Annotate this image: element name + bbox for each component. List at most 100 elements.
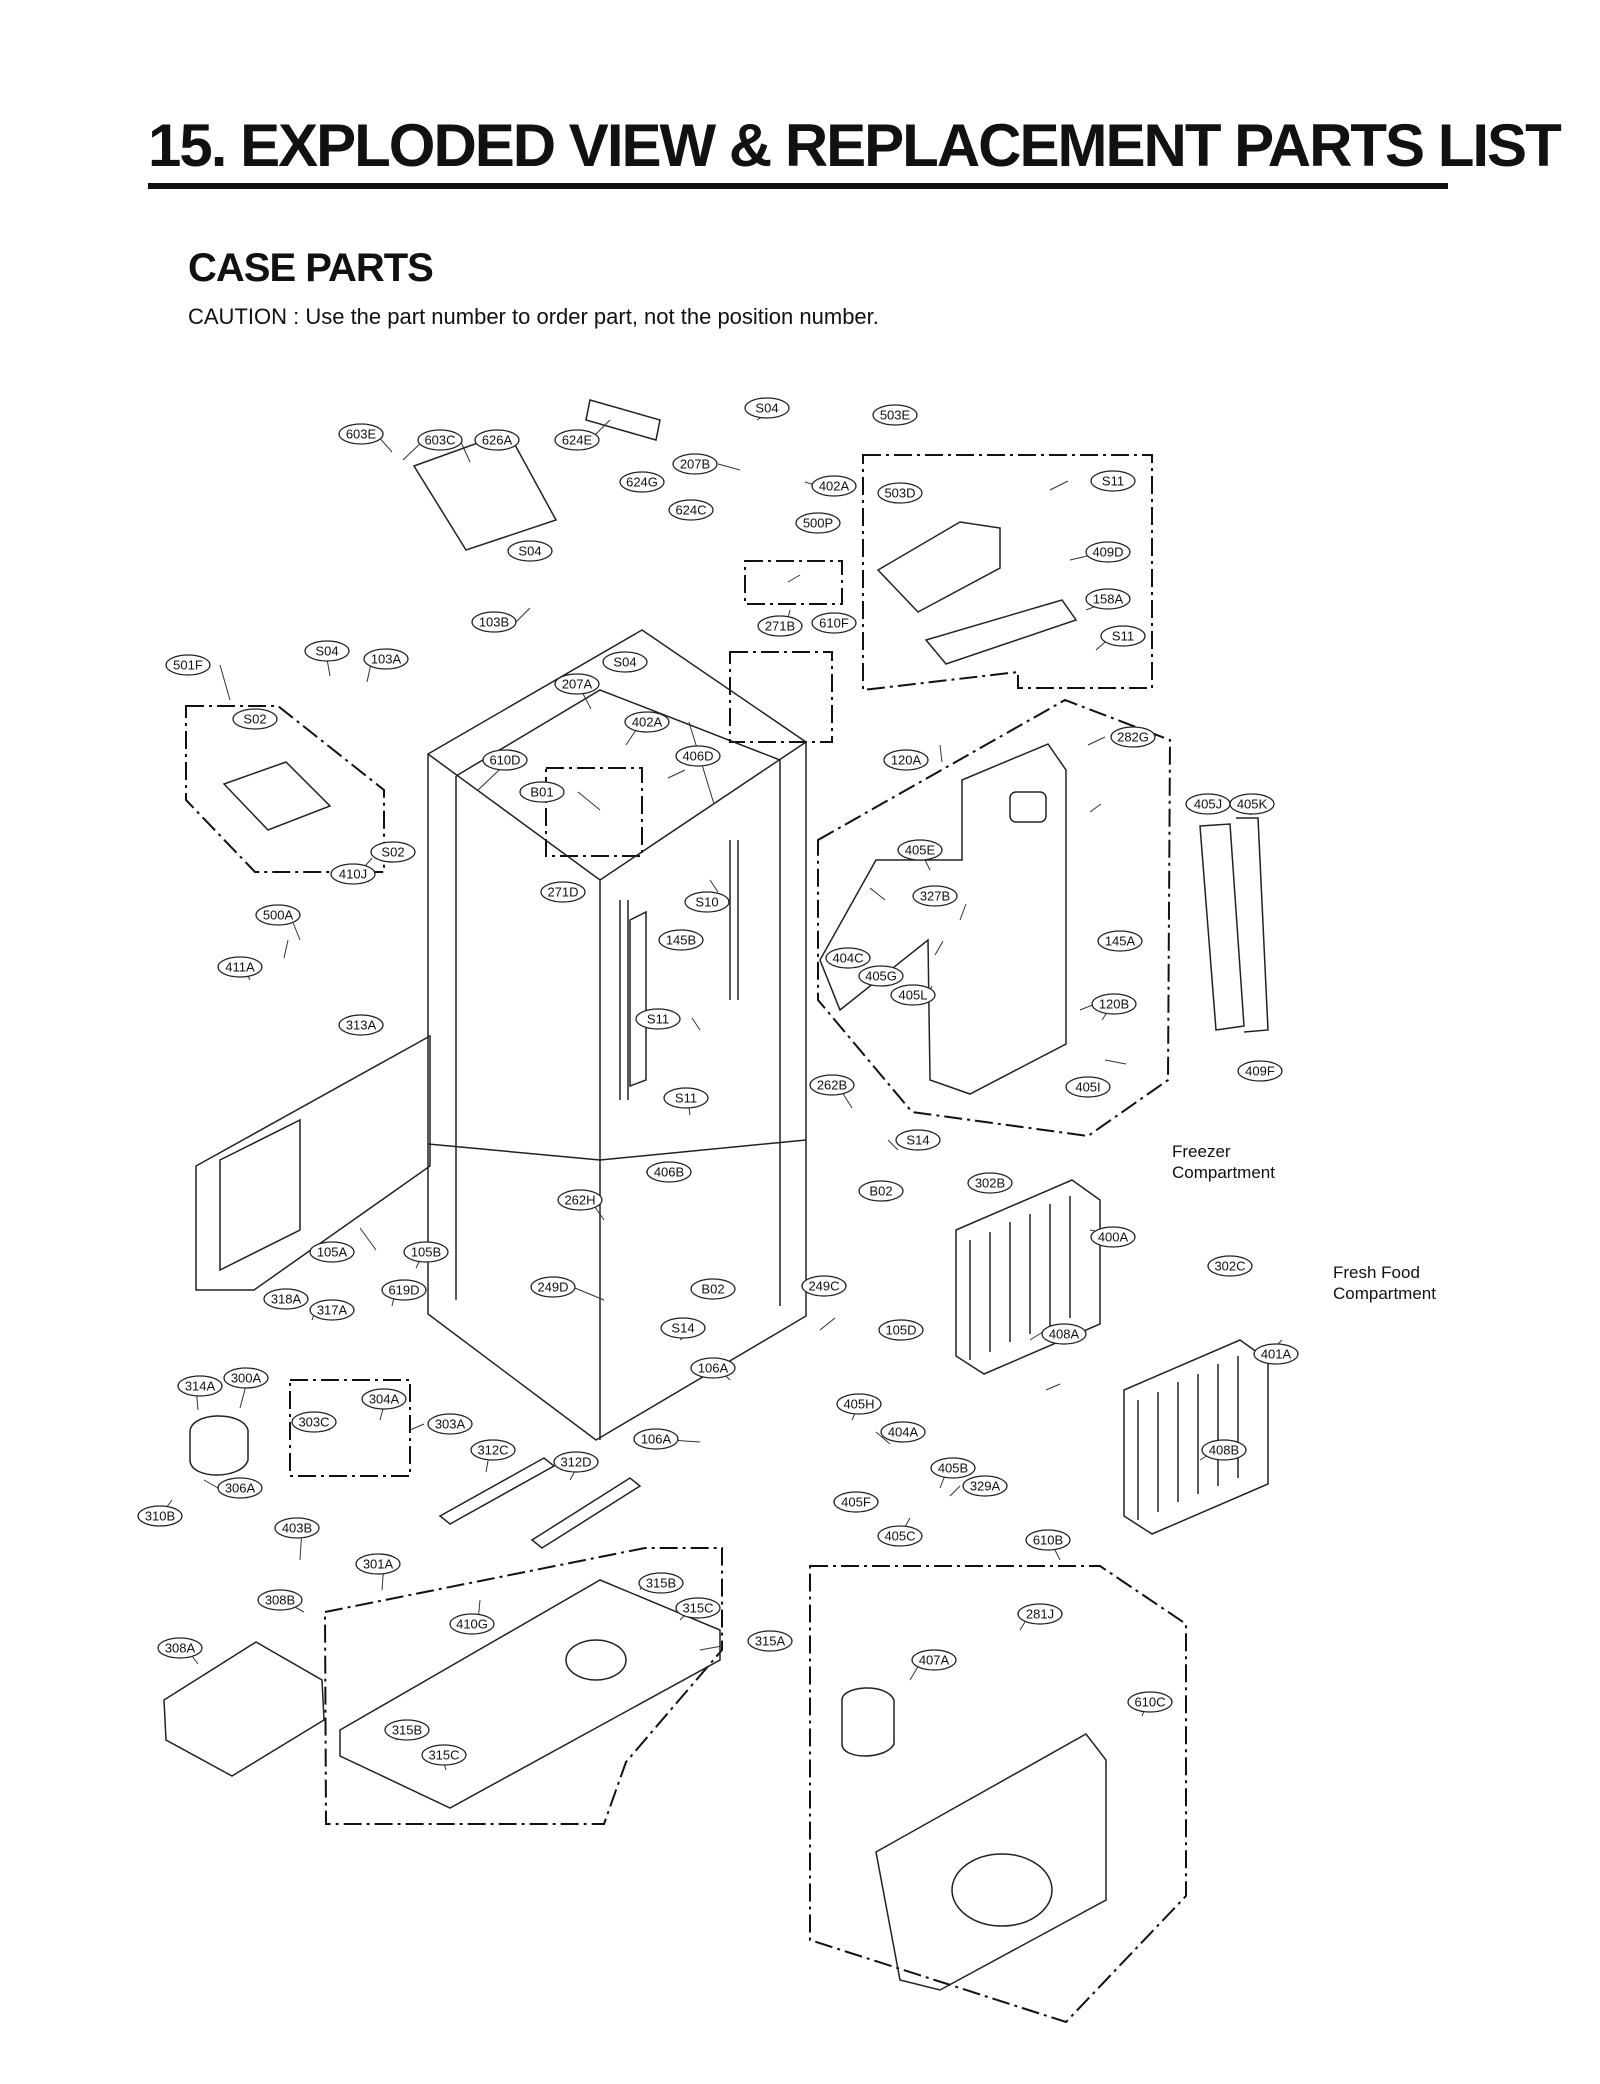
group-box-relay (289, 1379, 411, 1477)
callout-bubble (619, 471, 665, 493)
part-callout: 327B (912, 885, 958, 907)
callout-bubble (554, 429, 600, 451)
callout-label: 619D (388, 1283, 419, 1298)
callout-bubble (361, 1388, 407, 1410)
callout-label: 271B (765, 619, 795, 634)
callout-bubble (338, 423, 384, 445)
part-callout: 313A (338, 1014, 384, 1036)
callout-label: 315C (428, 1748, 459, 1763)
callout-bubble (962, 1475, 1008, 1497)
part-callout: S02 (232, 708, 278, 730)
callout-label: 301A (363, 1557, 394, 1572)
group-box-inner-bracket (729, 651, 833, 743)
group-box-fan-cover (809, 1565, 1187, 2024)
part-callout: S02 (370, 841, 416, 863)
callout-label: 120A (891, 753, 922, 768)
callout-label: 106A (698, 1361, 729, 1376)
part-callout: 304A (361, 1388, 407, 1410)
callout-label: 405B (938, 1461, 968, 1476)
part-callout: 314A (177, 1375, 223, 1397)
part-callout: 405E (897, 839, 943, 861)
freezer-evaporator (955, 1179, 1101, 1375)
callout-label: S14 (906, 1133, 929, 1148)
callout-bubble (895, 1129, 941, 1151)
callout-label: 314A (185, 1379, 216, 1394)
callout-label: S14 (671, 1321, 694, 1336)
callout-bubble (967, 1172, 1013, 1194)
callout-bubble (474, 429, 520, 451)
callout-label: 411A (225, 960, 255, 975)
part-callout: 603E (338, 423, 384, 445)
callout-bubble (232, 708, 278, 730)
fan-shroud (875, 1733, 1107, 1991)
part-callout: 262B (809, 1074, 855, 1096)
part-callout: S11 (635, 1008, 681, 1030)
part-callout: 619D (381, 1279, 427, 1301)
part-callout: 300A (223, 1367, 269, 1389)
callout-label: 312C (477, 1443, 508, 1458)
part-callout: B01 (519, 781, 565, 803)
callout-label: 315B (392, 1723, 422, 1738)
callout-bubble (470, 1439, 516, 1461)
part-callout: 410G (449, 1613, 495, 1635)
callout-label: 610D (489, 753, 520, 768)
part-callout: S11 (1090, 470, 1136, 492)
callout-bubble (1229, 793, 1275, 815)
part-callout: 315A (747, 1630, 793, 1652)
callout-label: 313A (346, 1018, 377, 1033)
cabinet-outline (427, 629, 807, 1441)
callout-label: S11 (1102, 474, 1124, 489)
callout-label: 409F (1245, 1064, 1275, 1079)
callout-label: S04 (613, 655, 636, 670)
callout-bubble (801, 1275, 847, 1297)
callout-bubble (449, 1613, 495, 1635)
callout-label: 207B (680, 457, 710, 472)
callout-label: 145B (666, 933, 696, 948)
part-callout: 207B (672, 453, 718, 475)
callout-bubble (624, 711, 670, 733)
callout-bubble (1127, 1691, 1173, 1713)
callout-label: 405J (1194, 797, 1222, 812)
callout-label: 145A (1105, 934, 1136, 949)
callout-bubble (1041, 1323, 1087, 1345)
callout-label: 500A (263, 908, 294, 923)
part-callout: 158A (1085, 588, 1131, 610)
callout-bubble (809, 1074, 855, 1096)
callout-bubble (263, 1288, 309, 1310)
callout-bubble (1090, 1226, 1136, 1248)
part-callout: 407A (911, 1649, 957, 1671)
page-title: 15. EXPLODED VIEW & REPLACEMENT PARTS LI… (148, 112, 1562, 179)
callout-label: 303A (435, 1417, 466, 1432)
part-callout: 145B (658, 929, 704, 951)
callout-bubble (658, 929, 704, 951)
part-callout: S04 (304, 640, 350, 662)
callout-label: 406D (682, 749, 713, 764)
part-callout: 624C (668, 499, 714, 521)
callout-label: 405H (843, 1397, 874, 1412)
group-box-top-right (862, 454, 1153, 692)
part-callout: 262H (557, 1189, 603, 1211)
part-callout: 405I (1065, 1076, 1111, 1098)
callout-label: 249D (537, 1280, 568, 1295)
callout-label: 624E (562, 433, 593, 448)
callout-label: 300A (231, 1371, 262, 1386)
callout-label: S04 (755, 401, 778, 416)
part-callout: 404C (825, 947, 871, 969)
freezer-cover-panel (819, 743, 1067, 1095)
part-callout: 306A (217, 1477, 263, 1499)
callout-bubble (165, 654, 211, 676)
callout-label: 120B (1099, 997, 1129, 1012)
callout-bubble (355, 1553, 401, 1575)
callout-bubble (811, 612, 857, 634)
callout-bubble (427, 1413, 473, 1435)
callout-bubble (602, 651, 648, 673)
part-callout: 410J (330, 863, 376, 885)
callout-bubble (482, 749, 528, 771)
part-callout: 282G (1110, 726, 1156, 748)
callout-label: 103A (371, 652, 402, 667)
callout-bubble (883, 749, 929, 771)
callout-label: 404A (888, 1425, 919, 1440)
part-callout: S04 (507, 540, 553, 562)
callout-bubble (417, 429, 463, 451)
callout-bubble (1085, 588, 1131, 610)
